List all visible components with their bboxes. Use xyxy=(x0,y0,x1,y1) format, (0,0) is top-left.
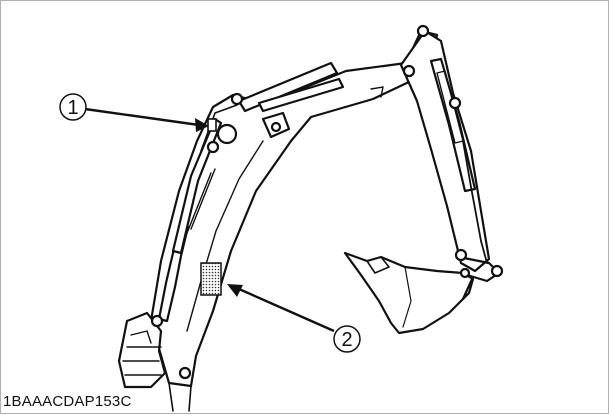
pivot-pins xyxy=(150,24,504,380)
callout-2: 2 xyxy=(227,284,361,353)
callout-1-label: 1 xyxy=(67,97,78,119)
callout-2-label: 2 xyxy=(341,329,352,351)
label-plate xyxy=(200,262,222,296)
arm-cylinder xyxy=(237,61,339,113)
dipper-arm xyxy=(399,29,491,273)
grease-fitting xyxy=(207,118,217,132)
figure-code: 1BAAACDAP153C xyxy=(2,392,135,412)
callout-1: 1 xyxy=(59,93,209,132)
